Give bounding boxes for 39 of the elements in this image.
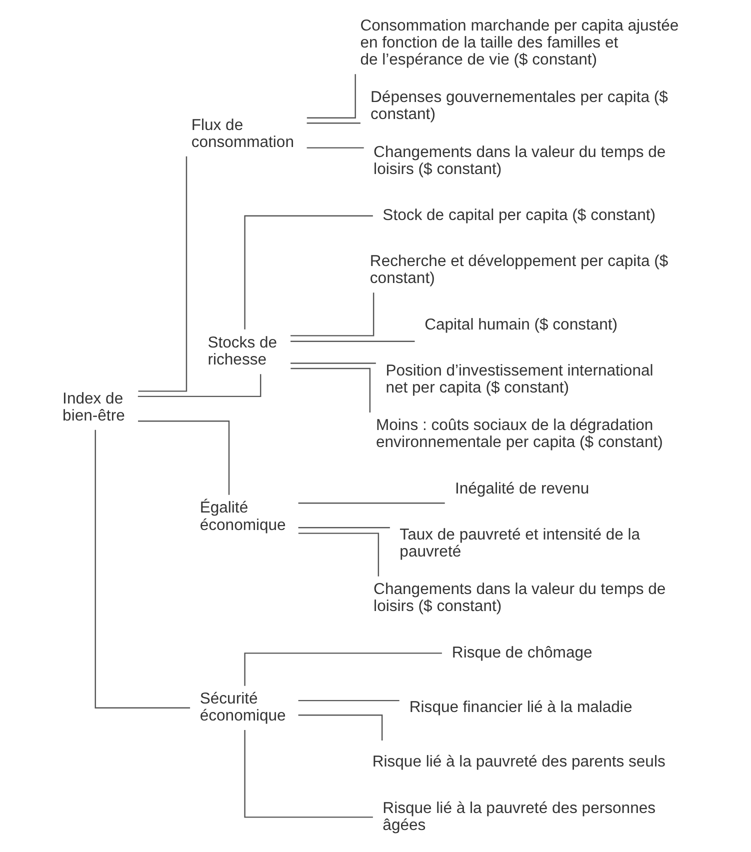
node-text: Consommation marchande per capita ajustée en fonction de la taille des familles et de l’espérance de vie ($ constant) — [360, 17, 678, 68]
connector — [306, 147, 364, 148]
connector — [290, 362, 376, 364]
connector — [244, 215, 372, 330]
connector — [298, 502, 444, 504]
node-text: Stocks de richesse — [207, 334, 277, 369]
node-text: Risque financier lié à la maladie — [408, 698, 632, 716]
node-text: Moins : coûts sociaux de la dégradation environnementale per capita ($ constant) — [376, 417, 662, 452]
node-text: Recherche et développement per capita ($ constant) — [369, 253, 668, 288]
connector — [306, 74, 356, 118]
connector — [290, 368, 370, 413]
connector — [138, 420, 230, 495]
connector — [138, 156, 187, 392]
connector — [298, 532, 379, 576]
node-text: Flux de consommation — [190, 117, 294, 152]
node-text: Sécurité économique — [199, 690, 286, 724]
connector — [244, 730, 372, 818]
node-text: Risque lié à la pauvreté des personnes âgées — [382, 800, 656, 834]
node-text: Capital humain ($ constant) — [424, 316, 618, 334]
node-text: Taux de pauvreté et intensité de la pauvreté — [399, 526, 640, 560]
connector — [244, 652, 442, 686]
node-text: Dépenses gouvernementales per capita ($ constant) — [370, 89, 668, 124]
connector — [290, 340, 414, 342]
connector — [298, 527, 390, 528]
node-text: Risque lié à la pauvreté des parents seuls — [372, 754, 665, 771]
connector — [94, 430, 190, 708]
node-text: Risque de chômage — [451, 644, 592, 662]
connector — [306, 122, 360, 124]
connector — [298, 714, 382, 740]
node-text: Stock de capital per capita ($ constant) — [382, 206, 655, 224]
connector — [290, 292, 374, 336]
node-text: Changements dans la valeur du temps de loisirs ($ constant) — [373, 581, 666, 616]
connector — [137, 374, 261, 398]
node-text: Index de bien-être — [62, 390, 124, 424]
connector — [298, 700, 399, 702]
node-text: Changements dans la valeur du temps de loisirs ($ constant) — [373, 144, 666, 178]
node-text: Position d’investissement international net per capita ($ constant) — [385, 362, 653, 396]
node-text: Inégalité de revenu — [454, 480, 589, 498]
node-text: Égalité économique — [199, 500, 286, 534]
